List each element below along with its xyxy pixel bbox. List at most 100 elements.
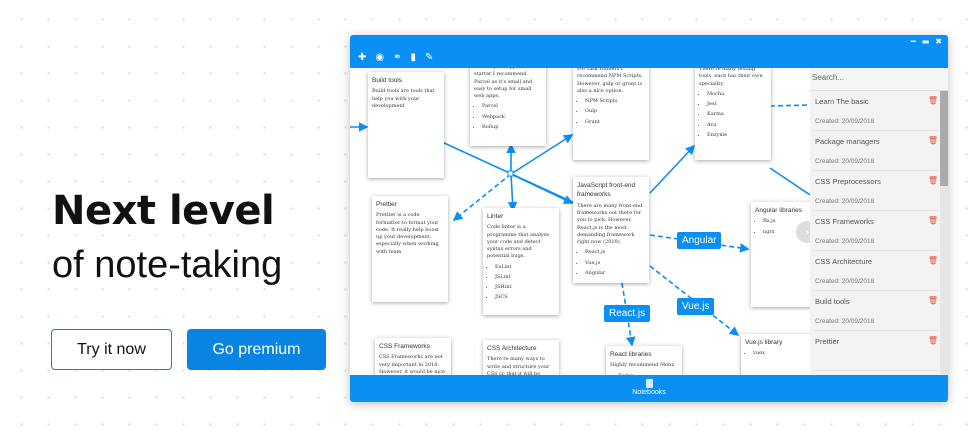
link-line <box>510 173 574 204</box>
note-title: Prettier <box>376 201 397 208</box>
created-date: Created: 20/09/2018 <box>815 158 875 165</box>
hero: Next level of note-taking <box>52 188 282 287</box>
note-list-item: Karma <box>707 111 767 118</box>
note-body: Prettier is a code formatter to format y… <box>376 212 440 255</box>
note-list: Redux <box>618 373 678 375</box>
sidebar-note-item[interactable]: CSS Preprocessors 🗑 Created: 20/09/2018 <box>814 171 938 211</box>
note-title: CSS Frameworks <box>379 343 430 350</box>
notes-sidebar: Search... Learn The basic 🗑 Created: 20/09… <box>810 68 948 375</box>
note-list-item: Rollup <box>482 124 542 131</box>
note-list: MochaJestKarmaAvaEnzyme <box>707 91 767 139</box>
note-list: ParcelWebpackRollup <box>482 103 542 131</box>
note-name: Prettier <box>815 337 840 346</box>
note-body: There're many ways to write and structur… <box>487 356 550 375</box>
close-icon[interactable]: ✖ <box>935 37 942 46</box>
note-card[interactable]: There're many testing tools, each has th… <box>695 68 771 160</box>
note-list-item: Gulp <box>585 108 645 115</box>
link-line <box>769 167 810 196</box>
note-list-item: JSLint <box>495 274 555 281</box>
app-header: ✚ ◉ ⚭ ▮ ✎ ━ ▬ ✖ <box>350 35 948 68</box>
hero-subtitle: of note-taking <box>52 244 283 286</box>
trash-icon[interactable]: 🗑 <box>927 256 938 265</box>
note-card[interactable]: Bundle your apps. For starter I recommen… <box>470 68 546 146</box>
note-name: Package managers <box>815 137 880 146</box>
circle-icon[interactable]: ◉ <box>375 52 385 63</box>
sidebar-note-item[interactable]: Package managers 🗑 Created: 20/09/2018 <box>814 131 938 171</box>
hero-title: Next level <box>52 188 275 234</box>
note-list-item: Parcel <box>482 103 542 110</box>
trash-icon[interactable]: 🗑 <box>927 216 938 225</box>
sidebar-note-item[interactable]: Prettier 🗑 <box>814 331 938 371</box>
note-list: Rx.js ngrx <box>763 218 810 236</box>
sidebar-note-item[interactable]: Learn The basic 🗑 Created: 20/09/2018 <box>814 91 938 131</box>
link-icon[interactable]: ⚭ <box>393 52 402 63</box>
created-date: Created: 20/09/2018 <box>815 198 875 205</box>
note-list-item: Rx.js <box>763 218 810 225</box>
note-list-item: ngrx <box>763 229 810 236</box>
try-it-now-button[interactable]: Try it now <box>51 329 172 370</box>
notebooks-button[interactable]: Notebooks <box>350 375 948 402</box>
note-title: React libraries <box>610 351 652 358</box>
note-list-item: Ava <box>707 122 767 129</box>
notebook-icon <box>645 379 653 388</box>
note-card[interactable]: Angular librariesRx.jsngrx <box>751 202 810 307</box>
note-list: vuex <box>753 350 810 357</box>
scrollbar-thumb[interactable] <box>940 91 948 186</box>
note-name: Learn The basic <box>815 97 869 106</box>
sidebar-note-item[interactable]: CSS Architecture 🗑 Created: 20/09/2018 <box>814 251 938 291</box>
note-list-item: Angular <box>585 270 645 277</box>
note-body: There are many front-end frameworks out … <box>577 202 643 246</box>
created-date: Created: 20/09/2018 <box>815 278 875 285</box>
note-list-item: React.js <box>585 249 645 256</box>
pencil-icon[interactable]: ✎ <box>425 52 434 63</box>
note-body: Bundle your apps. For starter I recommen… <box>474 68 533 99</box>
note-name: CSS Frameworks <box>815 217 874 226</box>
note-name: CSS Architecture <box>815 257 873 266</box>
note-list-item: vuex <box>753 350 810 357</box>
note-title: Build tools <box>372 77 402 84</box>
trash-icon[interactable]: ▮ <box>410 52 417 63</box>
trash-icon[interactable]: 🗑 <box>927 96 938 105</box>
note-title: Linter <box>487 213 504 220</box>
sidebar-note-item[interactable]: CSS Frameworks🗑Created: 20/09/2018 <box>814 211 938 251</box>
link-line <box>769 104 810 107</box>
minimize-icon[interactable]: ━ <box>910 37 916 46</box>
scrollbar[interactable] <box>940 91 948 375</box>
note-card[interactable]: Vue.js libraryvuex <box>741 334 810 375</box>
link-label-vuejs[interactable]: Vue.js <box>677 298 715 315</box>
go-premium-button[interactable]: Go premium <box>187 329 326 370</box>
trash-icon[interactable]: 🗑 <box>927 136 938 145</box>
link-line <box>621 282 636 347</box>
link-label-angular[interactable]: Angular <box>677 232 722 249</box>
link-line <box>452 173 512 222</box>
plus-icon[interactable]: ✚ <box>358 52 367 63</box>
created-date: Created: 20/09/2018 <box>815 118 875 125</box>
search-input[interactable]: Search... <box>810 68 948 91</box>
sidebar-note-item[interactable]: Build tools🗑Created: 20/09/2018 <box>814 291 938 331</box>
link-label-reactjs[interactable]: React.js <box>604 305 651 322</box>
note-list-item: JSHint <box>495 284 555 291</box>
note-list-item: Mocha <box>707 91 767 98</box>
link-line <box>649 265 740 336</box>
maximize-icon[interactable]: ▬ <box>921 37 930 46</box>
note-name: CSS Preprocessors <box>815 177 881 186</box>
note-list-item: Webpack <box>482 114 542 121</box>
trash-icon[interactable]: 🗑 <box>927 296 938 305</box>
trash-icon[interactable]: 🗑 <box>927 176 938 185</box>
note-list-item: Enzyme <box>707 132 767 139</box>
note-card[interactable]: For task runners I recommend NPM Scripts… <box>573 68 649 160</box>
trash-icon[interactable]: 🗑 <box>927 336 938 345</box>
link-line <box>649 144 696 194</box>
link-line <box>507 173 518 212</box>
created-date: Created: 20/09/2018 <box>815 318 875 325</box>
